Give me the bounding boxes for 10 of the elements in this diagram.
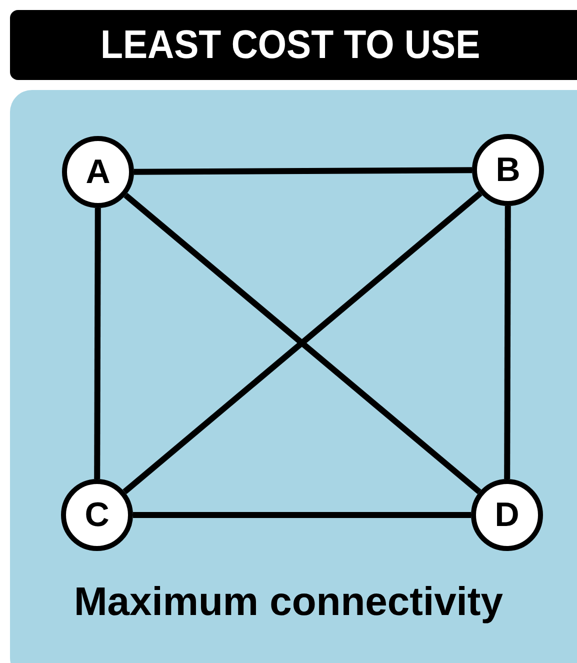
- node-label: C: [84, 496, 110, 534]
- caption: Maximum connectivity: [72, 580, 504, 625]
- connector-line: [94, 208, 101, 480]
- connector-line: [504, 206, 511, 480]
- node-label: A: [86, 152, 110, 192]
- connector-line: [134, 167, 472, 175]
- node-label: D: [494, 496, 520, 534]
- title: LEAST COST TO USE: [100, 22, 480, 68]
- node-label: B: [496, 150, 520, 190]
- connector-line: [133, 512, 471, 518]
